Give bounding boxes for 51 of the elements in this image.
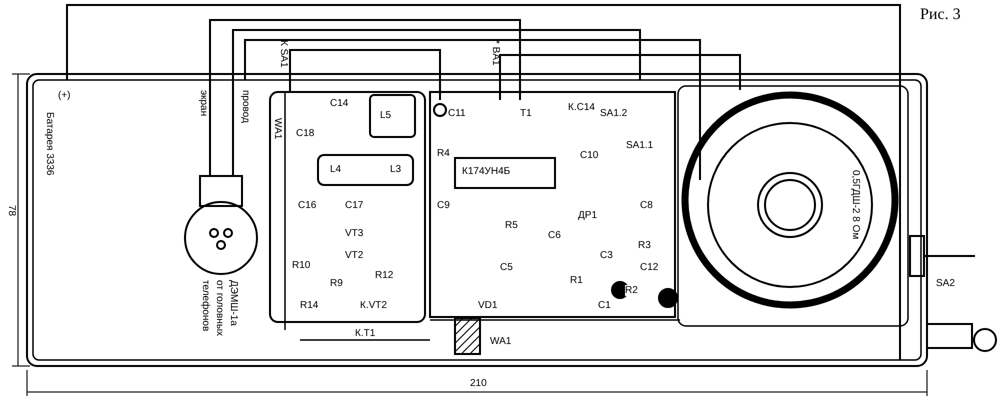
vertical-label: ДЭМШ-1а	[228, 280, 239, 326]
part-label: К.С14	[568, 102, 595, 113]
part-label: C12	[640, 262, 658, 273]
vertical-label: экран	[198, 90, 209, 116]
part-label: VT3	[345, 228, 364, 239]
part-label: SA1.1	[626, 140, 654, 151]
part-label: К.Т1	[355, 328, 376, 339]
part-label: C14	[330, 98, 348, 109]
figure-title: Рис. 3	[920, 6, 961, 24]
vertical-label: телефонов	[200, 280, 211, 332]
part-label: L3	[390, 164, 402, 175]
part-label: VT2	[345, 250, 364, 261]
part-label: 210	[470, 378, 487, 389]
part-label: R9	[330, 278, 343, 289]
part-label: R2	[625, 285, 638, 296]
part-label: L4	[330, 164, 342, 175]
vertical-label: от головных	[214, 280, 225, 336]
part-label: C9	[437, 200, 450, 211]
part-label: К.VT2	[360, 300, 387, 311]
part-label: C18	[296, 128, 314, 139]
part-label: R10	[292, 260, 310, 271]
part-label: R12	[375, 270, 394, 281]
vertical-label: Батарея 3336	[44, 112, 55, 176]
part-label: C17	[345, 200, 364, 211]
part-label: C5	[500, 262, 513, 273]
part-label: R3	[638, 240, 651, 251]
part-label: C10	[580, 150, 598, 161]
part-label: L5	[380, 110, 392, 121]
part-label: К174УН4Б	[462, 166, 510, 177]
part-label: R5	[505, 220, 518, 231]
part-label: WA1	[490, 336, 512, 347]
part-label: R4	[437, 148, 450, 159]
vertical-label: провод	[240, 90, 251, 123]
part-label: R1	[570, 275, 583, 286]
part-label: C3	[600, 250, 613, 261]
part-label: SA2	[936, 278, 955, 289]
vertical-label: 78	[6, 205, 17, 216]
vertical-label: WA1	[272, 118, 283, 140]
vertical-label: К SA1	[278, 40, 289, 68]
part-label: ДР1	[578, 210, 598, 221]
part-label: Т1	[520, 108, 532, 119]
vertical-label: 0,5ГДШ-2 8 Ом	[850, 170, 861, 240]
part-label: C6	[548, 230, 561, 241]
part-label: R14	[300, 300, 318, 311]
part-label: C1	[598, 300, 611, 311]
part-label: C16	[298, 200, 316, 211]
part-label: SA1.2	[600, 108, 628, 119]
part-label: (+)	[58, 90, 70, 101]
part-label: VD1	[478, 300, 498, 311]
part-label: C8	[640, 200, 653, 211]
part-label: C11	[448, 108, 466, 119]
